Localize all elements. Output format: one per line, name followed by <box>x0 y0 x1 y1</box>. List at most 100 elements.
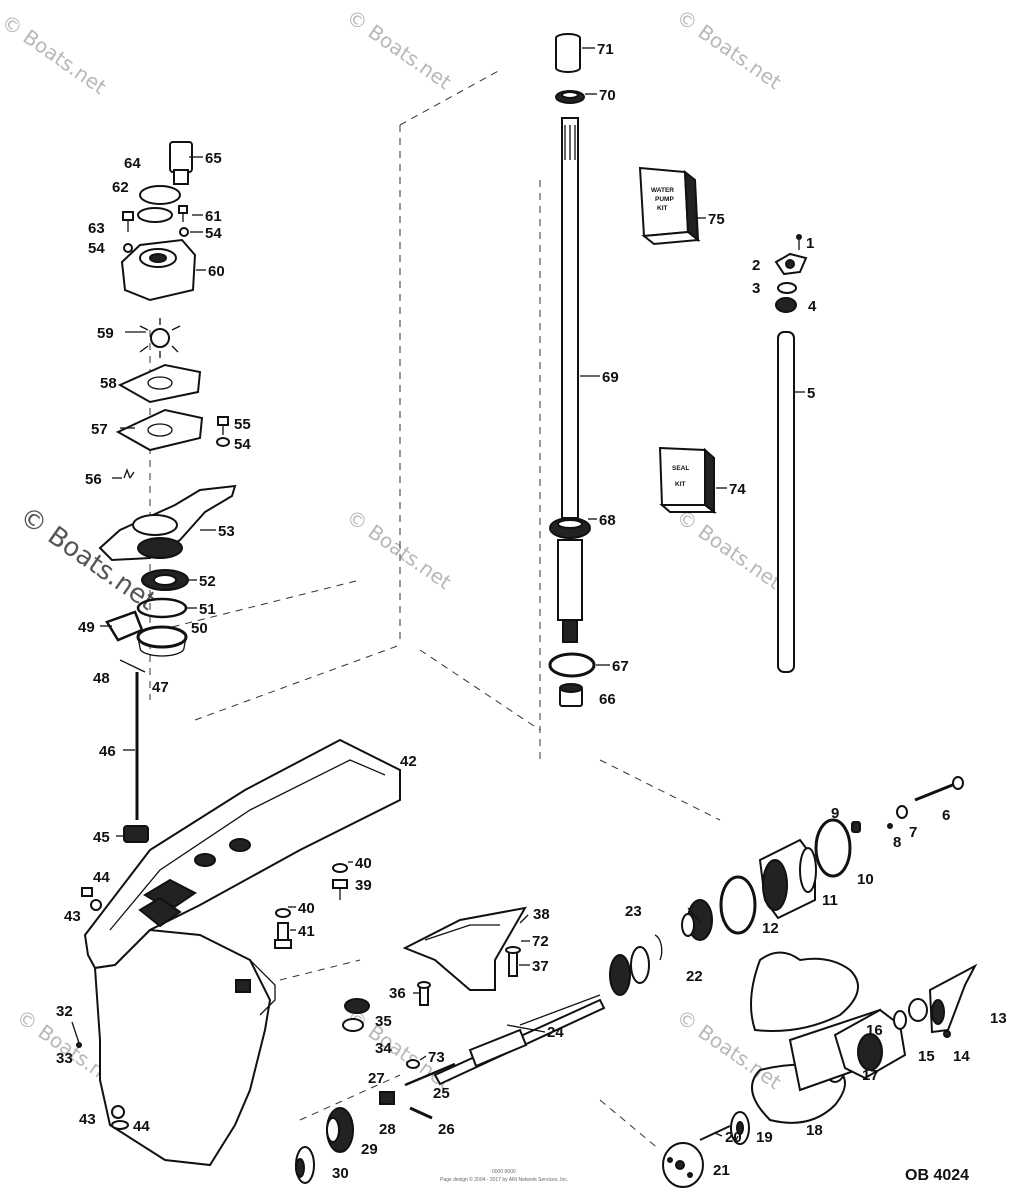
callout-24: 24 <box>547 1024 564 1041</box>
part-60-pump-housing <box>120 238 197 302</box>
callout-59: 59 <box>97 325 114 342</box>
watermark: © Boats.net <box>342 4 456 94</box>
callout-50: 50 <box>191 620 208 637</box>
gearcase-hardware <box>71 863 348 1130</box>
part-56-pin <box>123 468 135 479</box>
callout-7: 7 <box>909 824 917 841</box>
watermark: © Boats.net <box>672 4 786 94</box>
callout-48: 48 <box>93 670 110 687</box>
callout-30: 30 <box>332 1165 349 1182</box>
part-62-liner <box>137 207 173 223</box>
part-59-impeller <box>139 318 181 358</box>
kit-label-line: SEAL <box>672 465 689 472</box>
part-63-screw <box>122 211 134 232</box>
part-6-bolt <box>914 776 964 802</box>
drive-shaft-assembly <box>548 33 596 707</box>
callout-9: 9 <box>831 805 839 822</box>
footer-copyright: Page design © 2004 - 2017 by ARI Network… <box>440 1176 568 1183</box>
part-24-propeller-shaft <box>433 994 606 1086</box>
callout-6: 6 <box>942 807 950 824</box>
callout-73: 73 <box>428 1049 445 1066</box>
part-54-washer <box>216 437 230 447</box>
callout-39: 39 <box>355 877 372 894</box>
propeller-assembly <box>662 951 978 1188</box>
callout-67: 67 <box>612 658 629 675</box>
part-12-o-ring <box>719 875 757 935</box>
part-29-gear <box>326 1107 354 1153</box>
callout-43: 43 <box>64 908 81 925</box>
part-73-pin <box>406 1059 420 1069</box>
callout-23: 23 <box>625 903 642 920</box>
callout-38: 38 <box>533 906 550 923</box>
propeller-shaft-assembly <box>295 899 713 1184</box>
part-16-washer <box>893 1010 907 1030</box>
part-39-bolt <box>332 879 348 900</box>
part-bearing-arc <box>654 934 663 961</box>
callout-51: 51 <box>199 601 216 618</box>
callout-34: 34 <box>375 1040 392 1057</box>
part-22-bearing-carrier-gear <box>609 946 650 996</box>
part-52-ring <box>141 569 189 591</box>
callout-75: 75 <box>708 211 725 228</box>
part-58-plate <box>117 363 202 404</box>
callout-27: 27 <box>368 1070 385 1087</box>
part-69-drive-shaft <box>557 117 583 643</box>
kit-label-line: PUMP <box>655 196 674 203</box>
callout-44: 44 <box>93 869 110 886</box>
callout-21: 21 <box>713 1162 730 1179</box>
part-9-o-ring <box>814 818 852 878</box>
part-45-connector <box>123 825 149 843</box>
part-36-bolt <box>417 981 431 1006</box>
part-57-gasket <box>115 408 204 452</box>
part-23-gear <box>681 899 713 941</box>
callout-leader-lines <box>100 47 805 1143</box>
part-14-cotter-pin <box>943 1030 951 1038</box>
callout-13: 13 <box>990 1010 1007 1027</box>
part-15-nut <box>908 998 928 1022</box>
callout-28: 28 <box>379 1121 396 1138</box>
callout-35: 35 <box>375 1013 392 1030</box>
callout-25: 25 <box>433 1085 450 1102</box>
callout-45: 45 <box>93 829 110 846</box>
callout-16: 16 <box>866 1022 883 1039</box>
kit-label-line: KIT <box>657 205 668 212</box>
callout-65: 65 <box>205 150 222 167</box>
callout-57: 57 <box>91 421 108 438</box>
callout-66: 66 <box>599 691 616 708</box>
part-35-pinion-nut <box>344 998 370 1014</box>
callout-70: 70 <box>599 87 616 104</box>
callout-58: 58 <box>100 375 117 392</box>
callout-18: 18 <box>806 1122 823 1139</box>
callout-44: 44 <box>133 1118 150 1135</box>
watermark: © Boats.net <box>0 9 111 99</box>
callout-33: 33 <box>56 1050 73 1067</box>
gearcase-housing <box>83 738 401 1167</box>
part-71-bushing <box>555 33 581 73</box>
shift-rod-assembly <box>774 234 808 673</box>
watermark: © Boats.net <box>672 1004 786 1094</box>
callout-54: 54 <box>205 225 222 242</box>
callout-29: 29 <box>361 1141 378 1158</box>
part-53-pump-plate <box>98 484 237 562</box>
callout-52: 52 <box>199 573 216 590</box>
part-32-33-screw <box>71 1021 82 1048</box>
watermark: © Boats.net <box>342 504 456 594</box>
callout-43: 43 <box>79 1111 96 1128</box>
part-65-tube <box>169 141 193 185</box>
part-40-washer <box>332 863 348 873</box>
callout-8: 8 <box>893 834 901 851</box>
footer-line: 0000 0000 <box>492 1169 516 1175</box>
part-38-anti-ventilation-plate <box>402 906 527 991</box>
part-25-26-27-28-clutch <box>379 1062 456 1120</box>
callout-20: 20 <box>725 1129 742 1146</box>
part-41-bolt <box>274 922 292 949</box>
callout-2: 2 <box>752 257 760 274</box>
callout-36: 36 <box>389 985 406 1002</box>
callout-3: 3 <box>752 280 760 297</box>
part-17-spline-drive <box>833 1008 907 1080</box>
part-3-washer <box>777 282 797 294</box>
part-5-shift-rod <box>777 331 795 673</box>
part-2-bracket <box>774 252 808 276</box>
callout-41: 41 <box>298 923 315 940</box>
